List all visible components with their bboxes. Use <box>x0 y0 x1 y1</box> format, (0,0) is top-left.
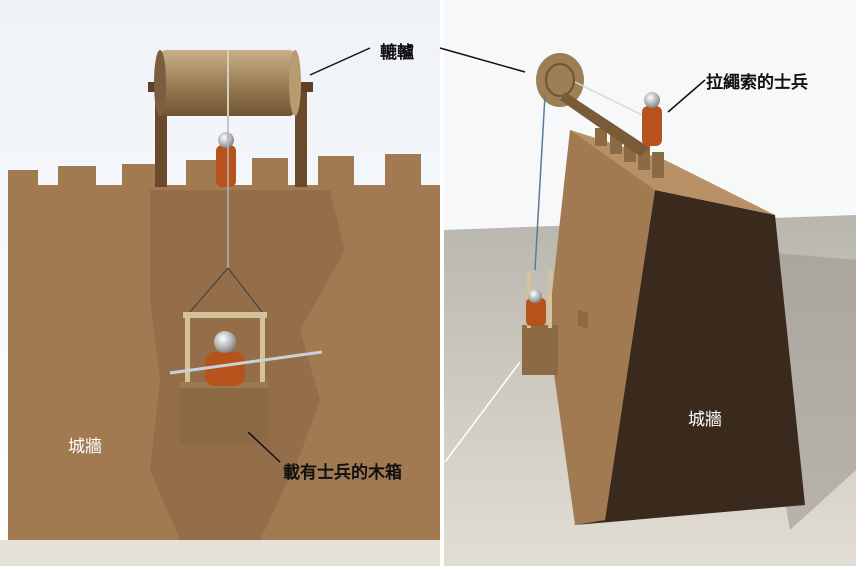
left-wall-shadow <box>150 190 345 540</box>
right-rope-soldier <box>574 81 662 146</box>
right-panel <box>439 0 856 566</box>
pointer-windlass-left <box>309 47 371 76</box>
right-wall-front <box>548 130 665 525</box>
pointer-rope-soldier <box>667 79 706 113</box>
left-battlements <box>8 154 421 190</box>
pointer-windlass-right <box>439 47 526 73</box>
windlass-label: 轆轤 <box>380 43 414 63</box>
left-windlass <box>148 50 313 187</box>
left-top-soldier <box>216 132 236 187</box>
pointer-box-right <box>444 361 521 463</box>
pointer-box-left <box>247 431 281 463</box>
right-wall-side <box>575 190 805 525</box>
rope-soldier-label: 拉繩索的士兵 <box>706 73 808 93</box>
right-windlass <box>536 53 650 156</box>
wooden-box-label: 載有士兵的木箱 <box>283 463 402 483</box>
left-box-soldier <box>169 331 323 386</box>
right-wooden-box <box>522 270 558 375</box>
right-rope <box>534 94 546 271</box>
panel-divider <box>440 0 444 566</box>
left-panel <box>0 0 440 566</box>
left-wooden-box <box>180 312 268 444</box>
right-wall-label: 城牆 <box>688 410 722 430</box>
left-wall-label: 城牆 <box>68 437 102 457</box>
